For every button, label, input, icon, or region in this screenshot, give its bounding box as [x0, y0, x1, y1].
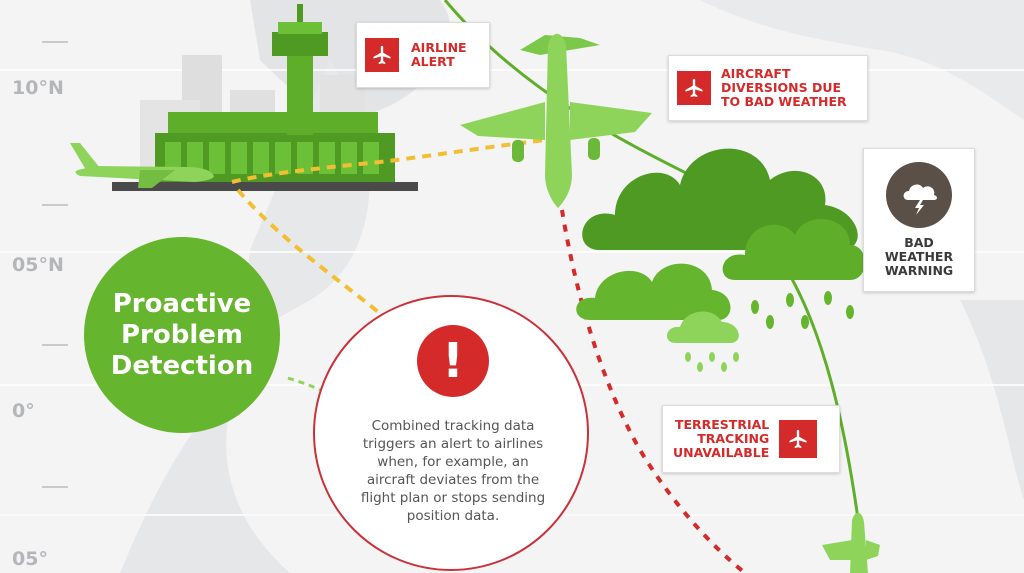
control-tower — [287, 55, 313, 135]
bad-weather-label: BAD WEATHER WARNING — [884, 235, 954, 278]
latitude-label-0: 0° — [12, 400, 35, 422]
latitude-label-05s: 05° — [12, 548, 48, 570]
storm-cloud-lightning-icon — [886, 162, 952, 228]
control-tower-top — [278, 22, 322, 34]
green-dotted-path — [287, 376, 321, 392]
large-airplane — [460, 33, 652, 208]
bad-weather-card: BAD WEATHER WARNING — [863, 148, 975, 292]
terminal-upper — [168, 112, 378, 134]
control-tower-antenna — [297, 4, 303, 22]
yellow-dotted-path — [231, 138, 546, 184]
storm-clouds — [576, 148, 865, 372]
airline-alert-label: AIRLINE ALERT — [411, 40, 467, 69]
red-dotted-path — [560, 209, 747, 573]
proactive-circle: Proactive Problem Detection — [84, 237, 280, 433]
exclamation-icon: ! — [417, 325, 489, 397]
ground-airplane — [70, 143, 214, 188]
terrestrial-label: TERRESTRIAL TRACKING UNAVAILABLE — [673, 417, 770, 460]
alert-description-text: Combined tracking data triggers an alert… — [360, 418, 546, 524]
proactive-title: Proactive Problem Detection — [110, 288, 254, 381]
airplane-icon — [677, 71, 711, 105]
airplane-icon — [365, 38, 399, 72]
latitude-label-05n: 05°N — [12, 254, 64, 276]
yellow-dotted-path — [236, 188, 390, 322]
control-tower-cab — [272, 32, 328, 56]
map-land-shape — [960, 300, 1024, 500]
bottom-airplane — [822, 512, 880, 573]
latitude-label-10n: 10°N — [12, 77, 64, 99]
map-land-shape — [700, 0, 1024, 120]
airplane-icon — [779, 420, 818, 458]
alert-description-circle: ! Combined tracking data triggers an ale… — [313, 295, 589, 571]
airline-alert-card: AIRLINE ALERT — [356, 22, 490, 88]
diversions-label: AIRCRAFT DIVERSIONS DUE TO BAD WEATHER — [721, 66, 847, 109]
terrestrial-card: TERRESTRIAL TRACKING UNAVAILABLE — [662, 405, 840, 473]
runway — [112, 182, 418, 191]
diversions-card: AIRCRAFT DIVERSIONS DUE TO BAD WEATHER — [668, 55, 868, 121]
map-land-shape — [120, 380, 290, 573]
